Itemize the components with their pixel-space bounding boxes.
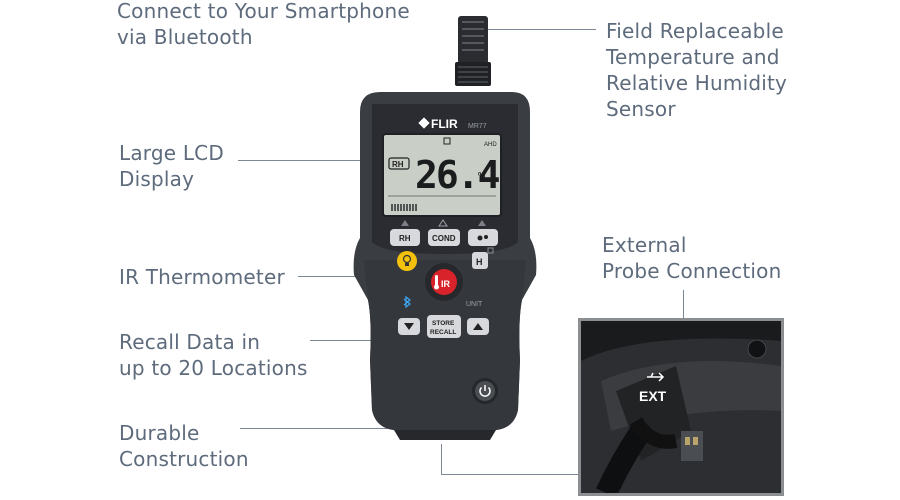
light-button[interactable] <box>397 251 417 271</box>
lock-icon <box>487 247 494 254</box>
svg-text:STORE: STORE <box>432 320 455 327</box>
callout-ir-line1: IR Thermometer <box>119 265 285 289</box>
ext-port-label: EXT <box>639 388 667 404</box>
power-button[interactable] <box>472 378 498 404</box>
svg-text:RH: RH <box>399 234 411 243</box>
lcd-bargraph <box>391 204 417 211</box>
rh-button[interactable]: RH <box>390 229 420 246</box>
leader-line-recall <box>310 340 406 341</box>
device-button-icon <box>747 339 767 359</box>
callout-bluetooth: Connect to Your Smartphone via Bluetooth <box>117 0 410 50</box>
down-arrow-button[interactable] <box>398 318 420 335</box>
triangle-down-icon <box>404 323 414 330</box>
callout-lcd-line1: Large LCD <box>119 141 224 165</box>
callout-durable: Durable Construction <box>119 420 249 472</box>
callout-lcd-line2: Display <box>119 167 195 191</box>
callout-sensor-line3: Relative Humidity <box>606 71 788 95</box>
lcd-lock-icon <box>443 137 451 145</box>
thermometer-icon <box>435 275 438 286</box>
bulb-icon <box>402 254 412 264</box>
callout-ir: IR Thermometer <box>119 264 285 290</box>
callout-recall-line2: up to 20 Locations <box>119 356 308 380</box>
leader-line-probe-v1 <box>683 290 684 318</box>
hold-icon: H <box>476 257 483 267</box>
unit-label: UNIT <box>466 301 483 308</box>
cond-button[interactable]: COND <box>428 229 460 246</box>
callout-durable-line2: Construction <box>119 447 249 471</box>
model-label: MR77 <box>468 123 487 130</box>
callout-probe-line2: Probe Connection <box>602 259 782 283</box>
callout-probe: External Probe Connection <box>602 232 781 284</box>
svg-text:IR: IR <box>441 279 451 289</box>
lcd-mode-badge: RH <box>392 160 404 169</box>
leader-line-sensor <box>488 29 596 30</box>
lcd-ahd-label: AHD <box>484 142 497 148</box>
callout-recall-line1: Recall Data in <box>119 330 261 354</box>
callout-probe-line1: External <box>602 233 687 257</box>
brand-label: FLIR <box>431 117 458 131</box>
callout-recall: Recall Data in up to 20 Locations <box>119 329 308 381</box>
sensor-cap <box>455 16 491 86</box>
callout-sensor-line4: Sensor <box>606 97 676 121</box>
up-arrow-button[interactable] <box>467 318 489 335</box>
usb-icon <box>647 372 665 382</box>
leader-line-probe-v2 <box>441 444 442 474</box>
lcd-display: RH 26.4 % AHD <box>382 133 502 217</box>
lcd-reading: 26.4 <box>415 153 500 197</box>
svg-text:RECALL: RECALL <box>430 329 456 336</box>
store-recall-button[interactable]: STORE RECALL <box>427 315 461 338</box>
leader-line-lcd <box>238 160 384 161</box>
callout-sensor: Field Replaceable Temperature and Relati… <box>606 18 787 122</box>
drops-button[interactable] <box>468 229 498 246</box>
bluetooth-icon <box>403 295 411 309</box>
svg-text:COND: COND <box>432 234 456 243</box>
callout-bluetooth-line1: Connect to Your Smartphone <box>117 0 410 23</box>
probe-connection-inset: EXT <box>578 318 784 496</box>
leader-line-durable <box>240 428 400 429</box>
callout-sensor-line1: Field Replaceable <box>606 19 784 43</box>
callout-bluetooth-line2: via Bluetooth <box>117 25 253 49</box>
probe-cable <box>596 424 651 493</box>
triangle-up-icon <box>473 323 483 330</box>
probe-connection-photo: EXT <box>581 321 781 493</box>
lcd-unit: % <box>478 171 485 180</box>
leader-line-probe-h <box>441 474 578 475</box>
ir-thermometer-button[interactable]: IR <box>425 263 463 301</box>
callout-sensor-line2: Temperature and <box>606 45 780 69</box>
callout-lcd: Large LCD Display <box>119 140 224 192</box>
water-drops-icon <box>477 235 483 241</box>
callout-durable-line1: Durable <box>119 421 200 445</box>
hold-button[interactable]: H <box>472 252 488 269</box>
power-icon <box>479 386 491 397</box>
